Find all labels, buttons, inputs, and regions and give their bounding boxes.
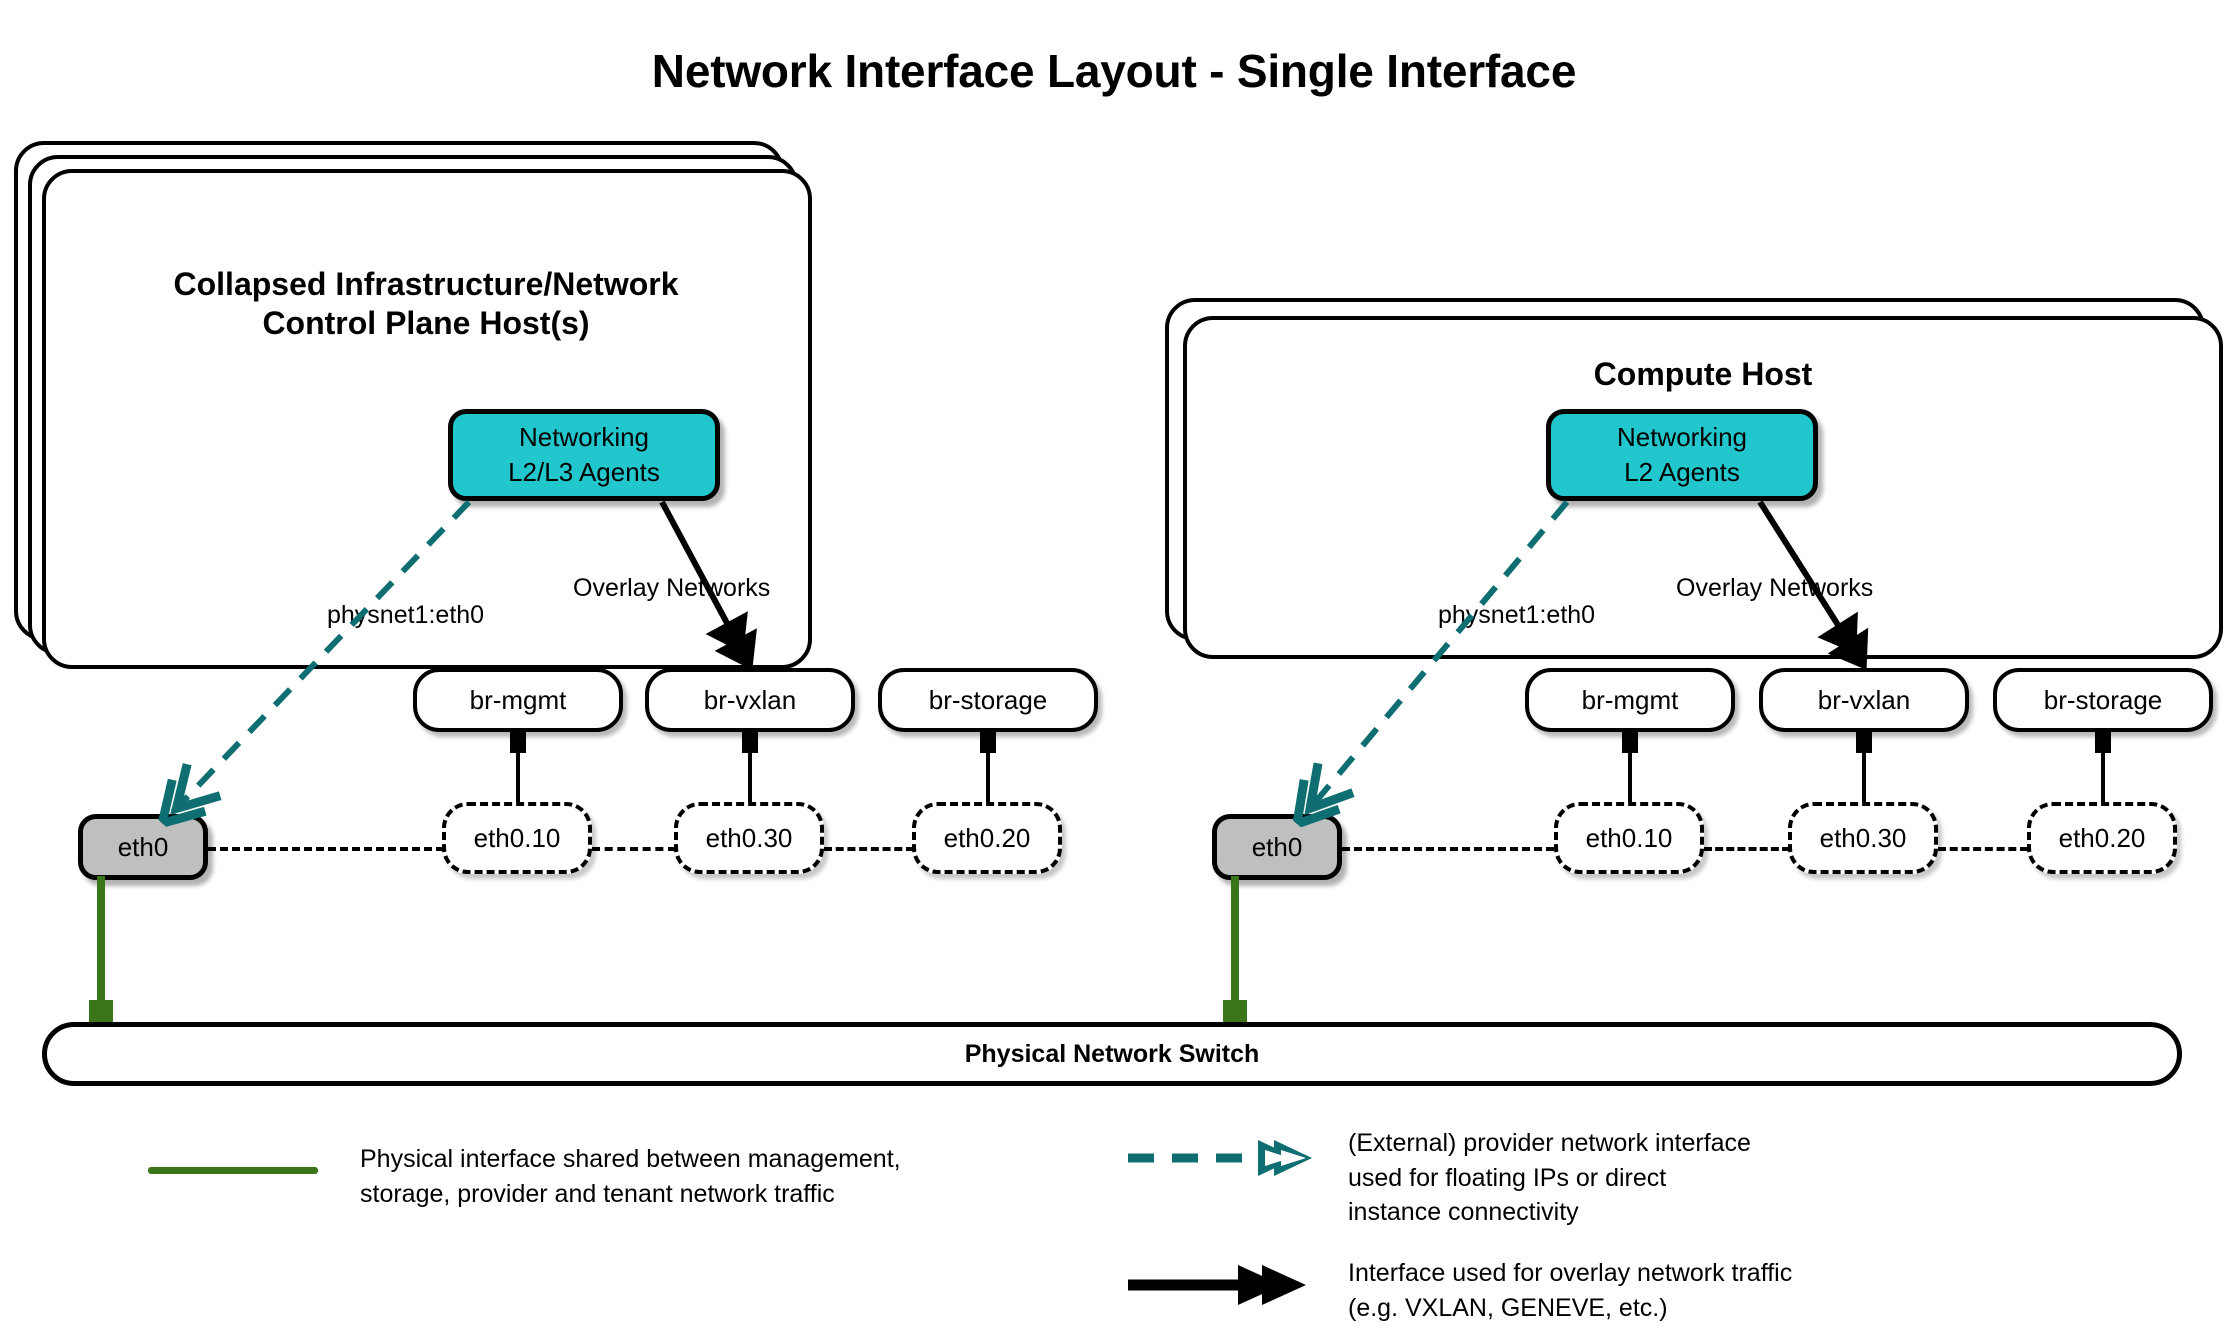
overlay-edge-label-compute: Overlay Networks	[1676, 574, 1874, 602]
vlan-label: eth0.10	[473, 822, 561, 853]
legend-icon-provider-interface	[1128, 1140, 1312, 1176]
vlan-eth0-20-control-plane[interactable]: eth0.20	[912, 802, 1062, 874]
vlan-bus-segment	[592, 847, 676, 851]
bridge-vlan-link-mgmt	[1628, 752, 1632, 804]
vlan-label: eth0.20	[2058, 822, 2146, 853]
bridge-stub-storage	[980, 731, 996, 753]
agent-box-control-plane[interactable]: Networking L2/L3 Agents	[448, 409, 720, 501]
vlan-eth0-20-compute[interactable]: eth0.20	[2027, 802, 2177, 874]
vlan-bus-segment	[1342, 847, 1554, 851]
bridge-br-mgmt-control-plane[interactable]: br-mgmt	[413, 668, 623, 732]
vlan-eth0-10-control-plane[interactable]: eth0.10	[442, 802, 592, 874]
bridge-label: br-mgmt	[469, 684, 567, 715]
vlan-bus-segment	[208, 847, 444, 851]
agent-label-line1: Networking	[1616, 422, 1748, 453]
provider-edge-label-compute: physnet1:eth0	[1438, 601, 1596, 629]
vlan-bus-segment	[1938, 847, 2028, 851]
host-title-control-plane: Collapsed Infrastructure/Network Control…	[173, 266, 679, 342]
agent-box-compute[interactable]: Networking L2 Agents	[1546, 409, 1818, 501]
nic-eth0-compute[interactable]: eth0	[1212, 814, 1342, 880]
bridge-label: br-storage	[928, 684, 1048, 715]
bridge-vlan-link-vxlan	[1862, 752, 1866, 804]
nic-eth0-control-plane[interactable]: eth0	[78, 814, 208, 880]
vlan-eth0-30-control-plane[interactable]: eth0.30	[674, 802, 824, 874]
bridge-br-vxlan-control-plane[interactable]: br-vxlan	[645, 668, 855, 732]
host-title-compute: Compute Host	[1593, 356, 1813, 392]
bridge-vlan-link-storage	[2101, 752, 2105, 804]
bridge-stub-mgmt	[510, 731, 526, 753]
bridge-label: br-mgmt	[1581, 684, 1679, 715]
physical-network-switch[interactable]: Physical Network Switch	[42, 1022, 2182, 1086]
provider-edge-label-control-plane: physnet1:eth0	[327, 601, 485, 629]
overlay-edge-label-control-plane: Overlay Networks	[573, 574, 771, 602]
page-title: Network Interface Layout - Single Interf…	[651, 45, 1577, 97]
bridge-label: br-vxlan	[703, 684, 797, 715]
legend-text-provider-interface: (External) provider network interface us…	[1348, 1129, 1751, 1226]
legend-text-overlay-interface: Interface used for overlay network traff…	[1348, 1259, 1793, 1322]
vlan-bus-segment	[824, 847, 914, 851]
vlan-eth0-30-compute[interactable]: eth0.30	[1788, 802, 1938, 874]
bridge-stub-vxlan	[742, 731, 758, 753]
legend-icon-overlay-interface	[1128, 1265, 1306, 1305]
legend-text-physical-interface: Physical interface shared between manage…	[360, 1145, 901, 1208]
bridge-br-mgmt-compute[interactable]: br-mgmt	[1525, 668, 1735, 732]
agent-label-line1: Networking	[518, 422, 650, 453]
nic-label: eth0	[117, 831, 169, 862]
vlan-label: eth0.10	[1585, 822, 1673, 853]
vlan-label: eth0.20	[943, 822, 1031, 853]
nic-label: eth0	[1251, 831, 1303, 862]
bridge-br-vxlan-compute[interactable]: br-vxlan	[1759, 668, 1969, 732]
bridge-vlan-link-storage	[986, 752, 990, 804]
agent-label-line2: L2/L3 Agents	[508, 457, 660, 487]
vlan-label: eth0.30	[1819, 822, 1907, 853]
bridge-label: br-vxlan	[1817, 684, 1911, 715]
bridge-stub-mgmt	[1622, 731, 1638, 753]
bridge-br-storage-compute[interactable]: br-storage	[1993, 668, 2213, 732]
physical-downlink-compute	[1231, 876, 1239, 1021]
vlan-eth0-10-compute[interactable]: eth0.10	[1554, 802, 1704, 874]
bridge-stub-storage	[2095, 731, 2111, 753]
bridge-vlan-link-vxlan	[748, 752, 752, 804]
vlan-bus-segment	[1704, 847, 1790, 851]
physical-downlink-control-plane	[97, 876, 105, 1021]
bridge-br-storage-control-plane[interactable]: br-storage	[878, 668, 1098, 732]
agent-label-line2: L2 Agents	[1624, 457, 1740, 487]
bridge-label: br-storage	[2043, 684, 2163, 715]
switch-label: Physical Network Switch	[964, 1039, 1260, 1068]
bridge-vlan-link-mgmt	[516, 752, 520, 804]
bridge-stub-vxlan	[1856, 731, 1872, 753]
vlan-label: eth0.30	[705, 822, 793, 853]
legend-icon-physical-interface	[148, 1167, 318, 1174]
